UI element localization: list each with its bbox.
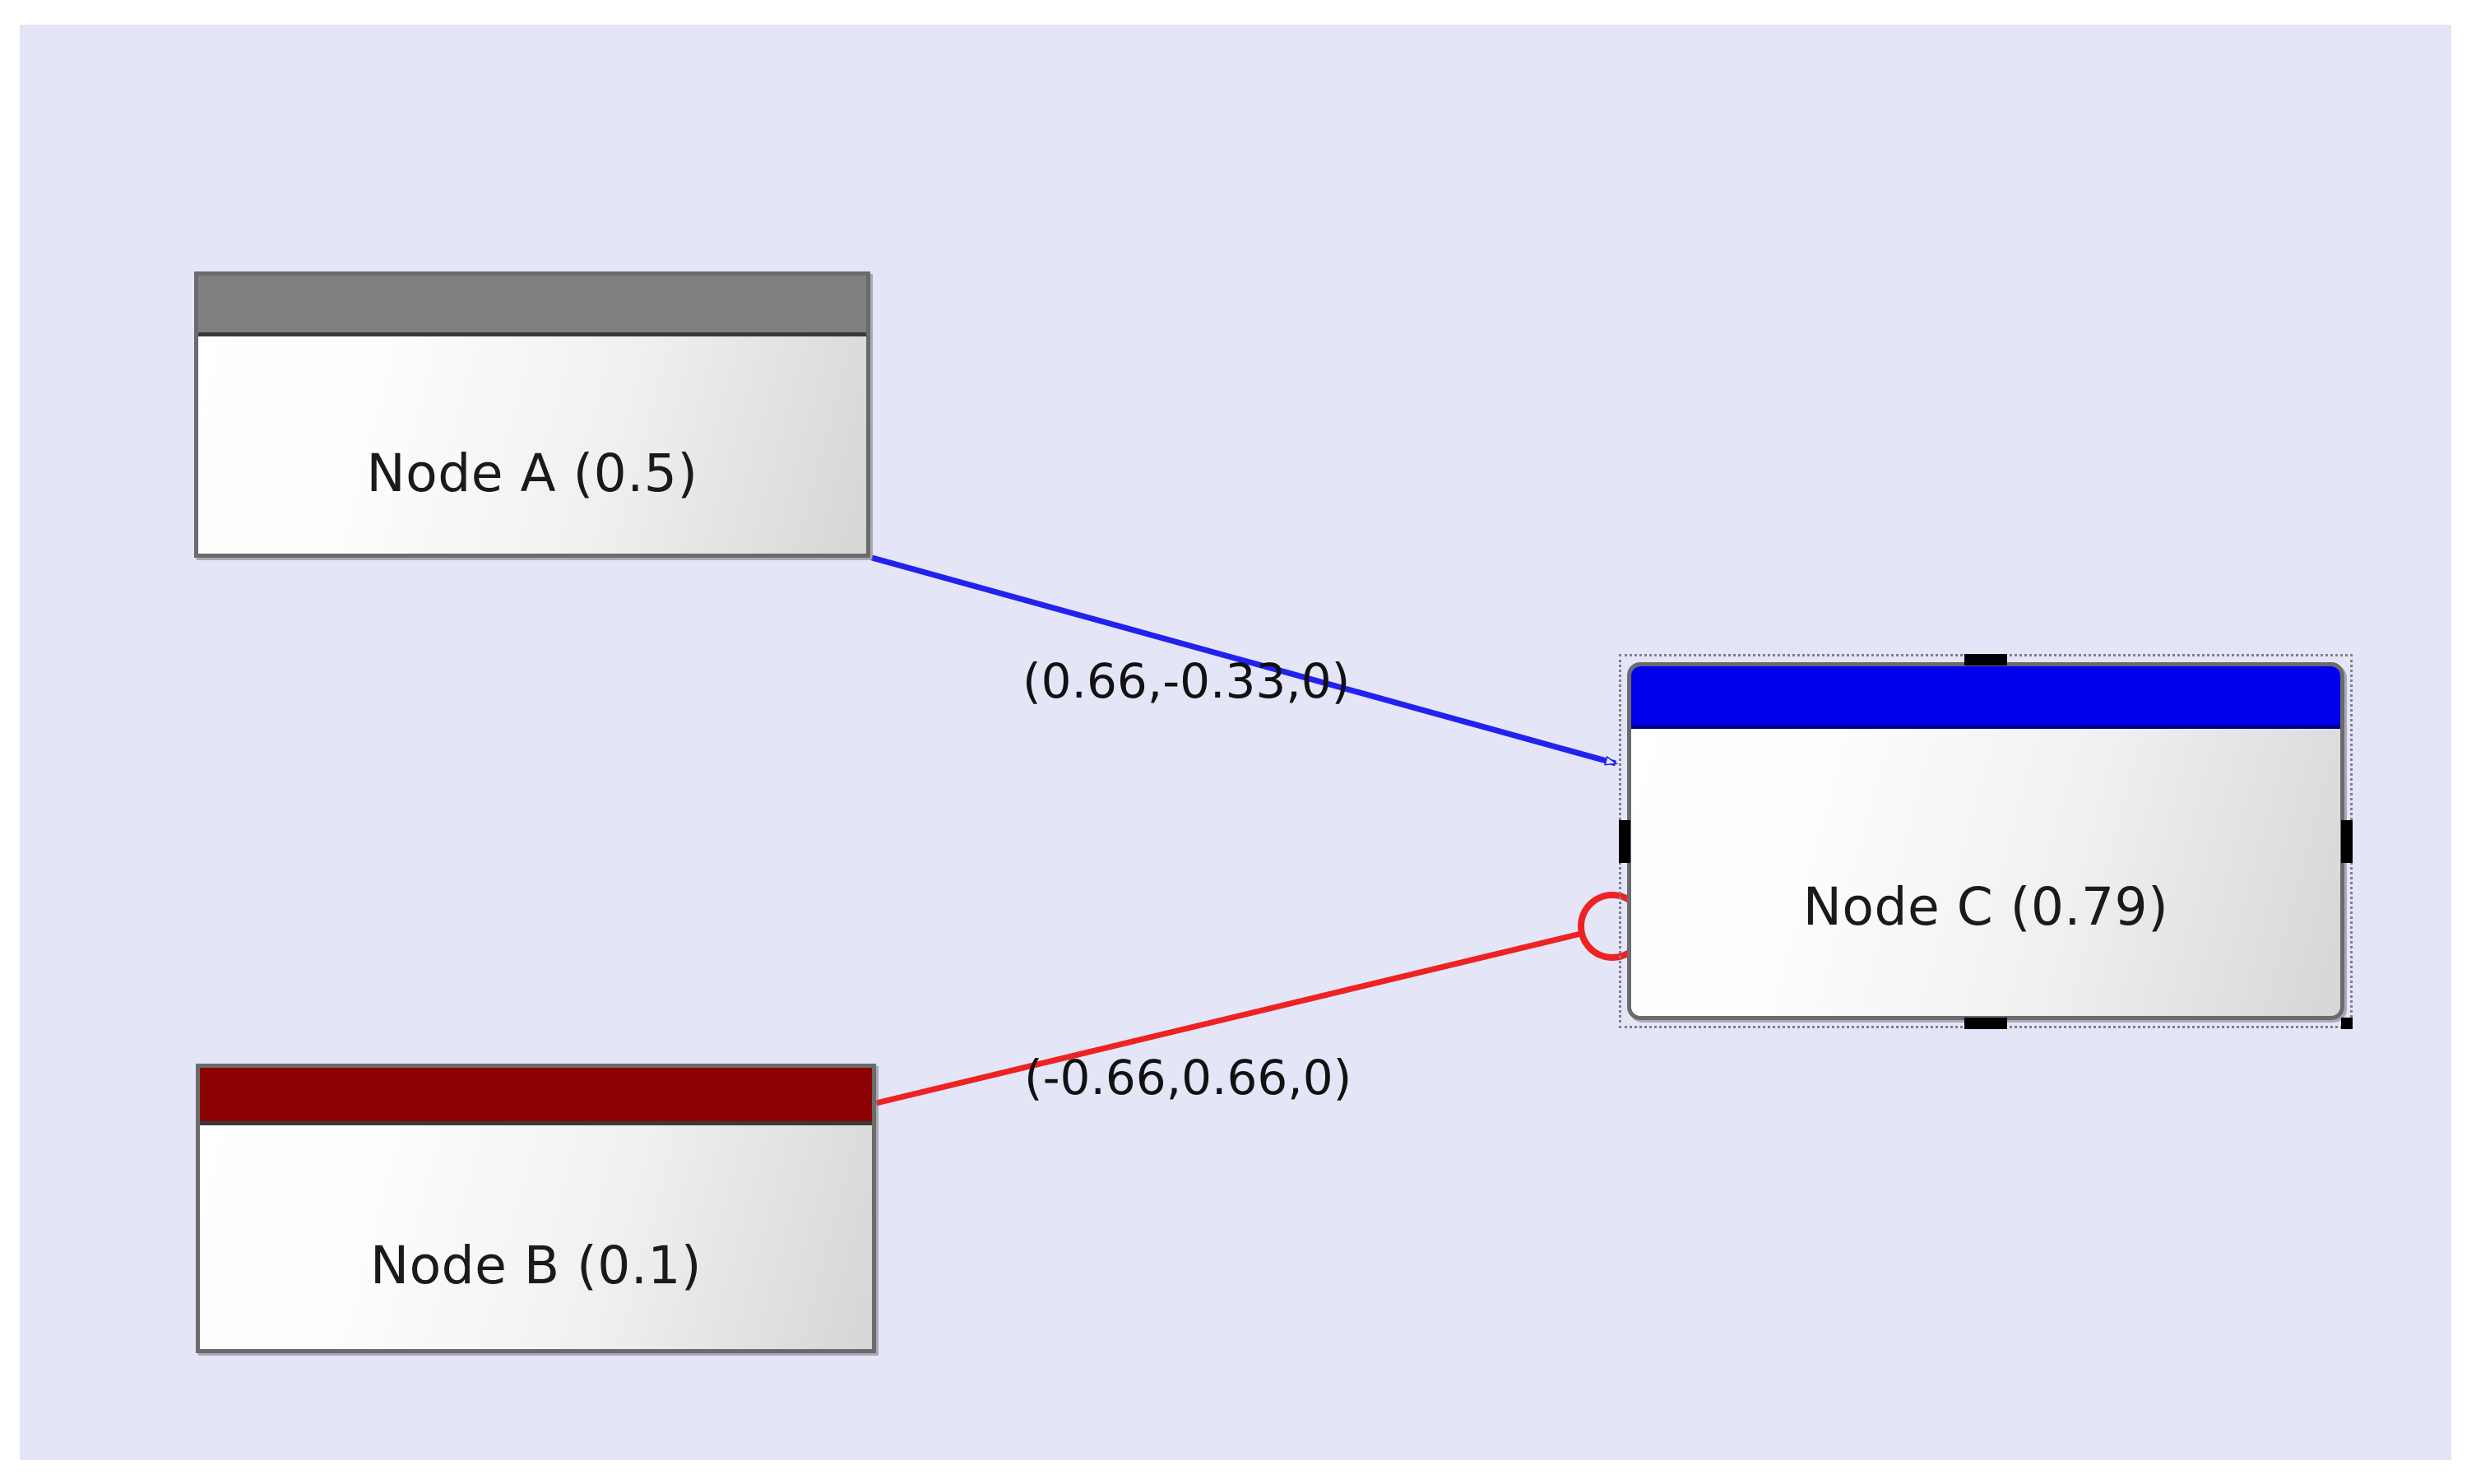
- node-b[interactable]: Node B (0.1): [196, 1064, 876, 1353]
- node-b-body: Node B (0.1): [200, 1125, 872, 1349]
- edge-b-to-c-label[interactable]: (-0.66,0.66,0): [1024, 1050, 1352, 1106]
- node-c-label: Node C (0.79): [1802, 877, 2169, 937]
- node-c-body: Node C (0.79): [1631, 729, 2340, 1016]
- node-a[interactable]: Node A (0.5): [194, 271, 870, 558]
- resize-handle-left[interactable]: [1619, 820, 1630, 863]
- resize-handle-bottom-right[interactable]: [2341, 1018, 2353, 1029]
- node-b-header: [200, 1068, 872, 1125]
- resize-handle-bottom[interactable]: [1964, 1018, 2007, 1029]
- node-a-label: Node A (0.5): [366, 443, 698, 503]
- node-c[interactable]: Node C (0.79): [1627, 662, 2344, 1020]
- node-b-label: Node B (0.1): [369, 1235, 702, 1296]
- diagram-canvas[interactable]: Node A (0.5) Node B (0.1) Node C (0.79) …: [20, 25, 2451, 1460]
- node-c-header: [1631, 666, 2340, 729]
- node-a-header: [198, 276, 866, 336]
- resize-handle-top[interactable]: [1964, 654, 2007, 665]
- edge-a-to-c-label[interactable]: (0.66,-0.33,0): [1022, 653, 1351, 709]
- resize-handle-right[interactable]: [2341, 820, 2353, 863]
- node-a-body: Node A (0.5): [198, 336, 866, 554]
